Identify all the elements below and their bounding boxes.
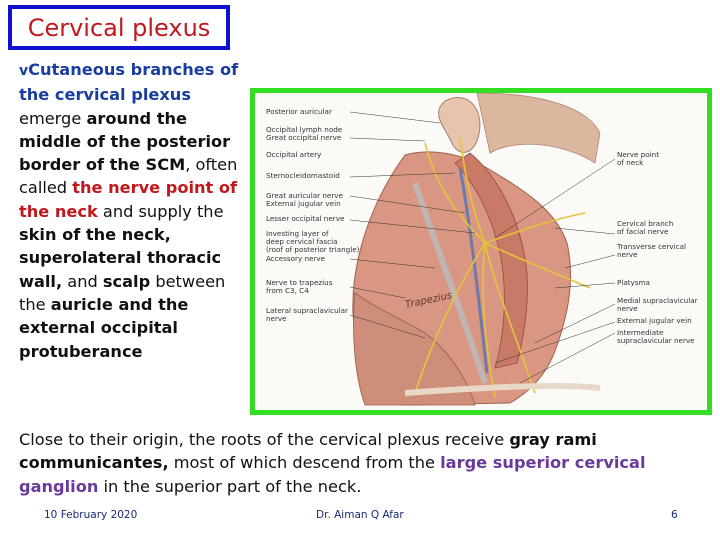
label-accessory-nerve: Accessory nerve <box>266 254 326 263</box>
label-platysma: Platysma <box>617 278 650 287</box>
bottom-paragraph: Close to their origin, the roots of the … <box>19 428 709 498</box>
label-of-neck: of neck <box>617 158 644 167</box>
slide-title: Cervical plexus <box>27 13 211 42</box>
label-lateral-supraclavicular: Lateral supraclavicular <box>266 306 348 315</box>
bullet-icon: v <box>19 63 29 79</box>
label-cervical-branch: Cervical branch <box>617 219 674 228</box>
footer-date: 10 February 2020 <box>44 509 138 521</box>
text-most-descend: most of which descend from the <box>168 453 441 473</box>
title-box: Cervical plexus <box>8 5 230 50</box>
text-cutaneous: Cutaneous branches of the cervical plexu… <box>19 60 239 105</box>
text-and: and <box>62 271 103 291</box>
label-investing-layer: Investing layer of <box>266 229 329 238</box>
text-emerge: emerge <box>19 108 87 128</box>
label-medial-supraclavicular-nerve: nerve <box>617 304 638 313</box>
anatomy-figure: Posterior auricular Occipital lymph node… <box>250 88 712 415</box>
label-nerve-point: Nerve point <box>617 150 660 159</box>
label-occipital-artery: Occipital artery <box>266 150 322 159</box>
text-nerve-point: the nerve point of the neck <box>19 178 238 221</box>
left-paragraph: vCutaneous branches of the cervical plex… <box>19 58 243 363</box>
text-gray-rami: gray rami communicantes, <box>19 430 597 473</box>
label-great-auricular-nerve: Great auricular nerve <box>266 191 343 200</box>
label-from-c3-c4: from C3, C4 <box>266 286 309 295</box>
label-intermediate-supraclavicular-nerve: supraclavicular nerve <box>617 336 695 345</box>
text-often: , often called <box>19 155 238 198</box>
label-sternocleidomastoid: Sternocleidomastoid <box>266 171 340 180</box>
label-medial-supraclavicular: Medial supraclavicular <box>617 296 698 305</box>
text-posterior-border: around the middle of the posterior borde… <box>19 108 231 175</box>
label-transverse-cervical: Transverse cervical <box>617 242 687 251</box>
text-ganglion: large superior cervical ganglion <box>19 453 646 496</box>
text-between: between the <box>19 271 226 314</box>
text-close-to-origin: Close to their origin, the roots of the … <box>19 430 510 449</box>
label-lesser-occipital-nerve: Lesser occipital nerve <box>266 214 345 223</box>
label-great-occipital-nerve: Great occipital nerve <box>266 133 342 142</box>
label-deep-cervical-fascia: deep cervical fascia <box>266 237 338 246</box>
label-external-jugular-vein-left: External jugular vein <box>266 199 341 208</box>
footer-page-number: 6 <box>671 509 678 521</box>
label-posterior-auricular: Posterior auricular <box>266 107 332 116</box>
label-occipital-lymph-node: Occipital lymph node <box>266 125 343 134</box>
text-supply: and supply the <box>97 201 224 221</box>
footer-author: Dr. Aiman Q Afar <box>316 509 404 521</box>
label-roof-posterior-triangle: (roof of posterior triangle) <box>266 245 360 254</box>
neck-illustration <box>349 93 616 406</box>
label-lateral-supraclavicular-nerve: nerve <box>266 314 287 323</box>
label-nerve-to-trapezius: Nerve to trapezius <box>266 278 333 287</box>
text-scalp: scalp <box>102 271 151 291</box>
label-transverse-cervical-nerve: nerve <box>617 250 638 259</box>
text-superior-part: in the superior part of the neck. <box>98 476 362 496</box>
label-intermediate: Intermediate <box>617 328 664 337</box>
label-external-jugular-vein-right: External jugular vein <box>617 316 692 325</box>
text-auricle: auricle and the external occipital protu… <box>19 294 189 361</box>
text-skin: skin of the neck, superolateral thoracic… <box>19 225 222 291</box>
label-of-facial-nerve: of facial nerve <box>617 227 669 236</box>
